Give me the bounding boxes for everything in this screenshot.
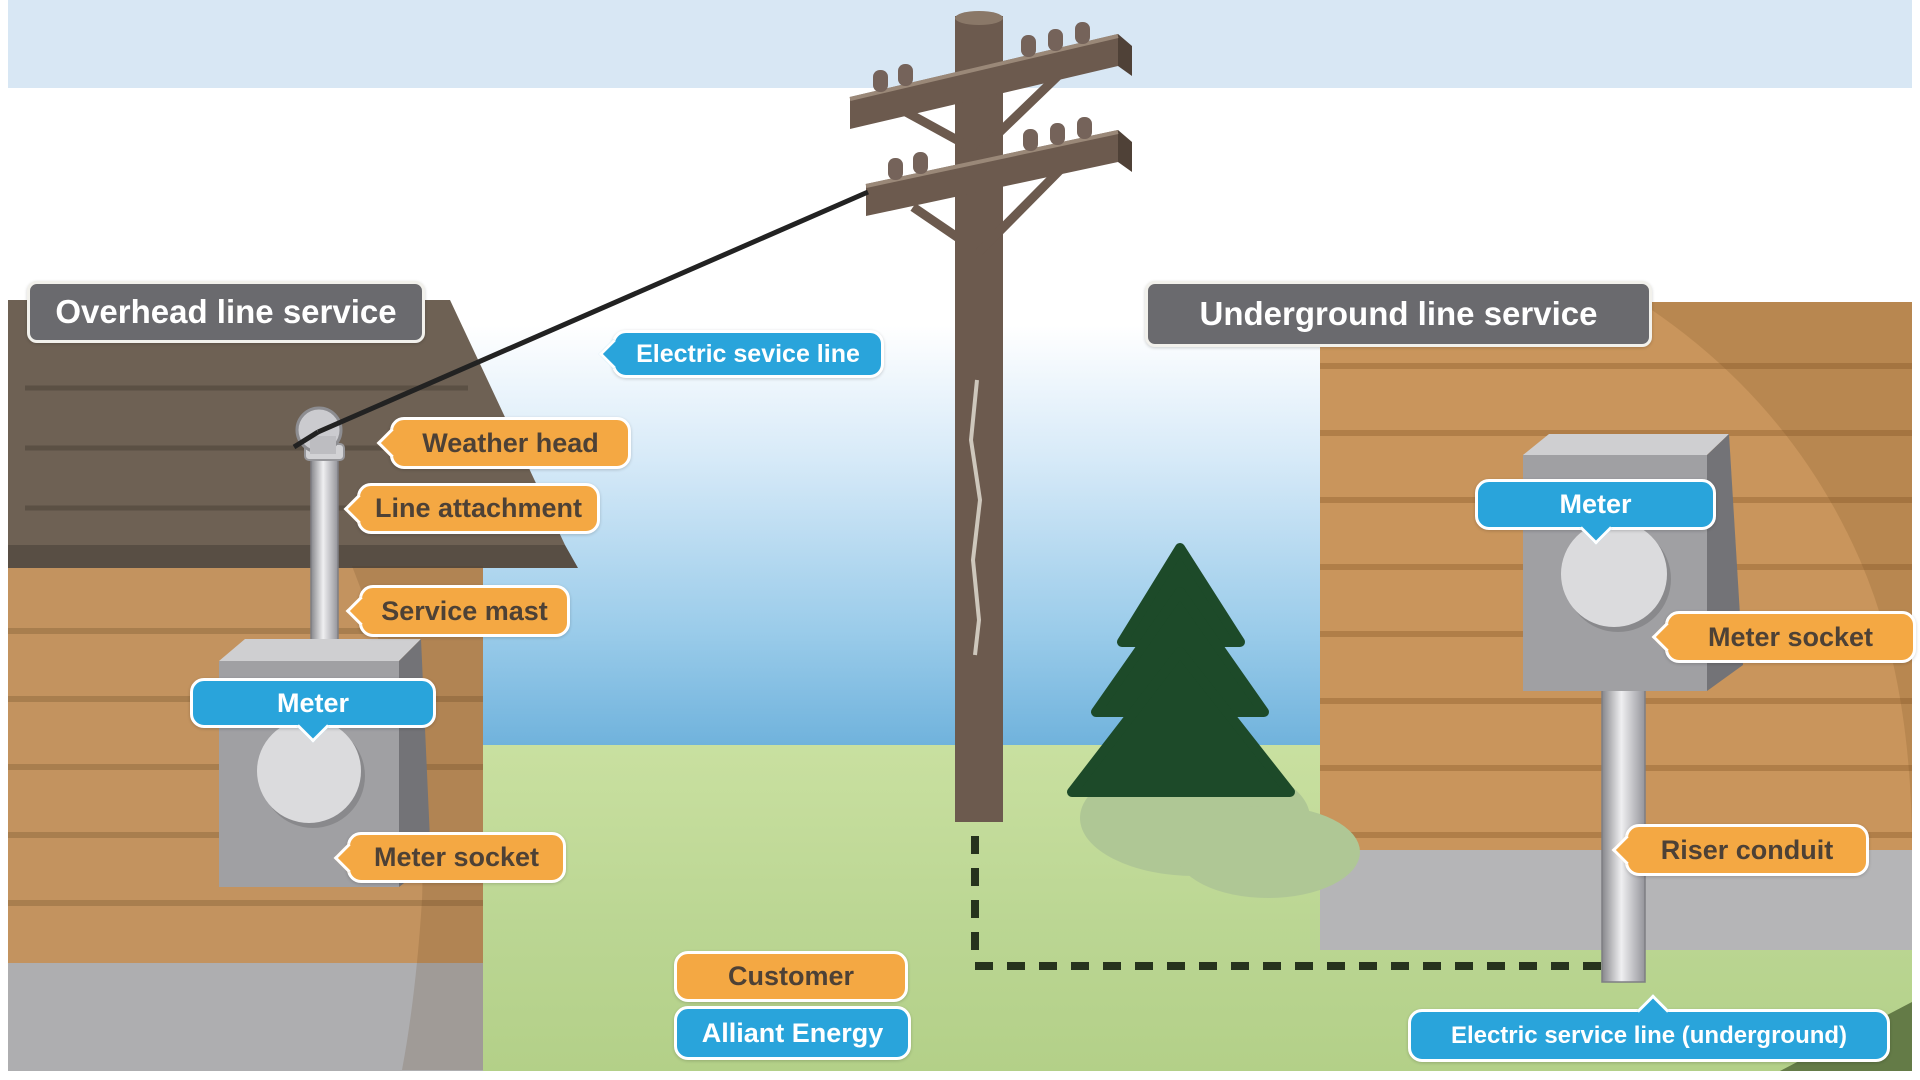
- left-house-foundation: [8, 963, 483, 1071]
- section-title-overhead: Overhead line service: [27, 281, 425, 343]
- bottom-margin: [0, 1071, 1920, 1080]
- callout-meter-socket-underground: Meter socket: [1665, 611, 1916, 663]
- legend-customer: Customer: [674, 951, 908, 1002]
- sky-top-strip: [8, 0, 1912, 88]
- callout-meter-overhead: Meter: [190, 678, 436, 728]
- callout-service-mast: Service mast: [359, 585, 570, 637]
- callout-meter-socket-overhead: Meter socket: [347, 832, 566, 883]
- callout-line-attachment: Line attachment: [357, 483, 600, 534]
- callout-riser-conduit: Riser conduit: [1625, 824, 1869, 876]
- callout-electric-service-line: Electric sevice line: [612, 330, 884, 378]
- legend-alliant-energy: Alliant Energy: [674, 1006, 911, 1060]
- callout-weather-head: Weather head: [390, 417, 631, 469]
- right-house-wall: [1320, 302, 1912, 850]
- callout-electric-service-line-underground: Electric service line (underground): [1408, 1009, 1890, 1062]
- section-title-underground: Underground line service: [1145, 281, 1652, 347]
- callout-meter-underground: Meter: [1475, 479, 1716, 530]
